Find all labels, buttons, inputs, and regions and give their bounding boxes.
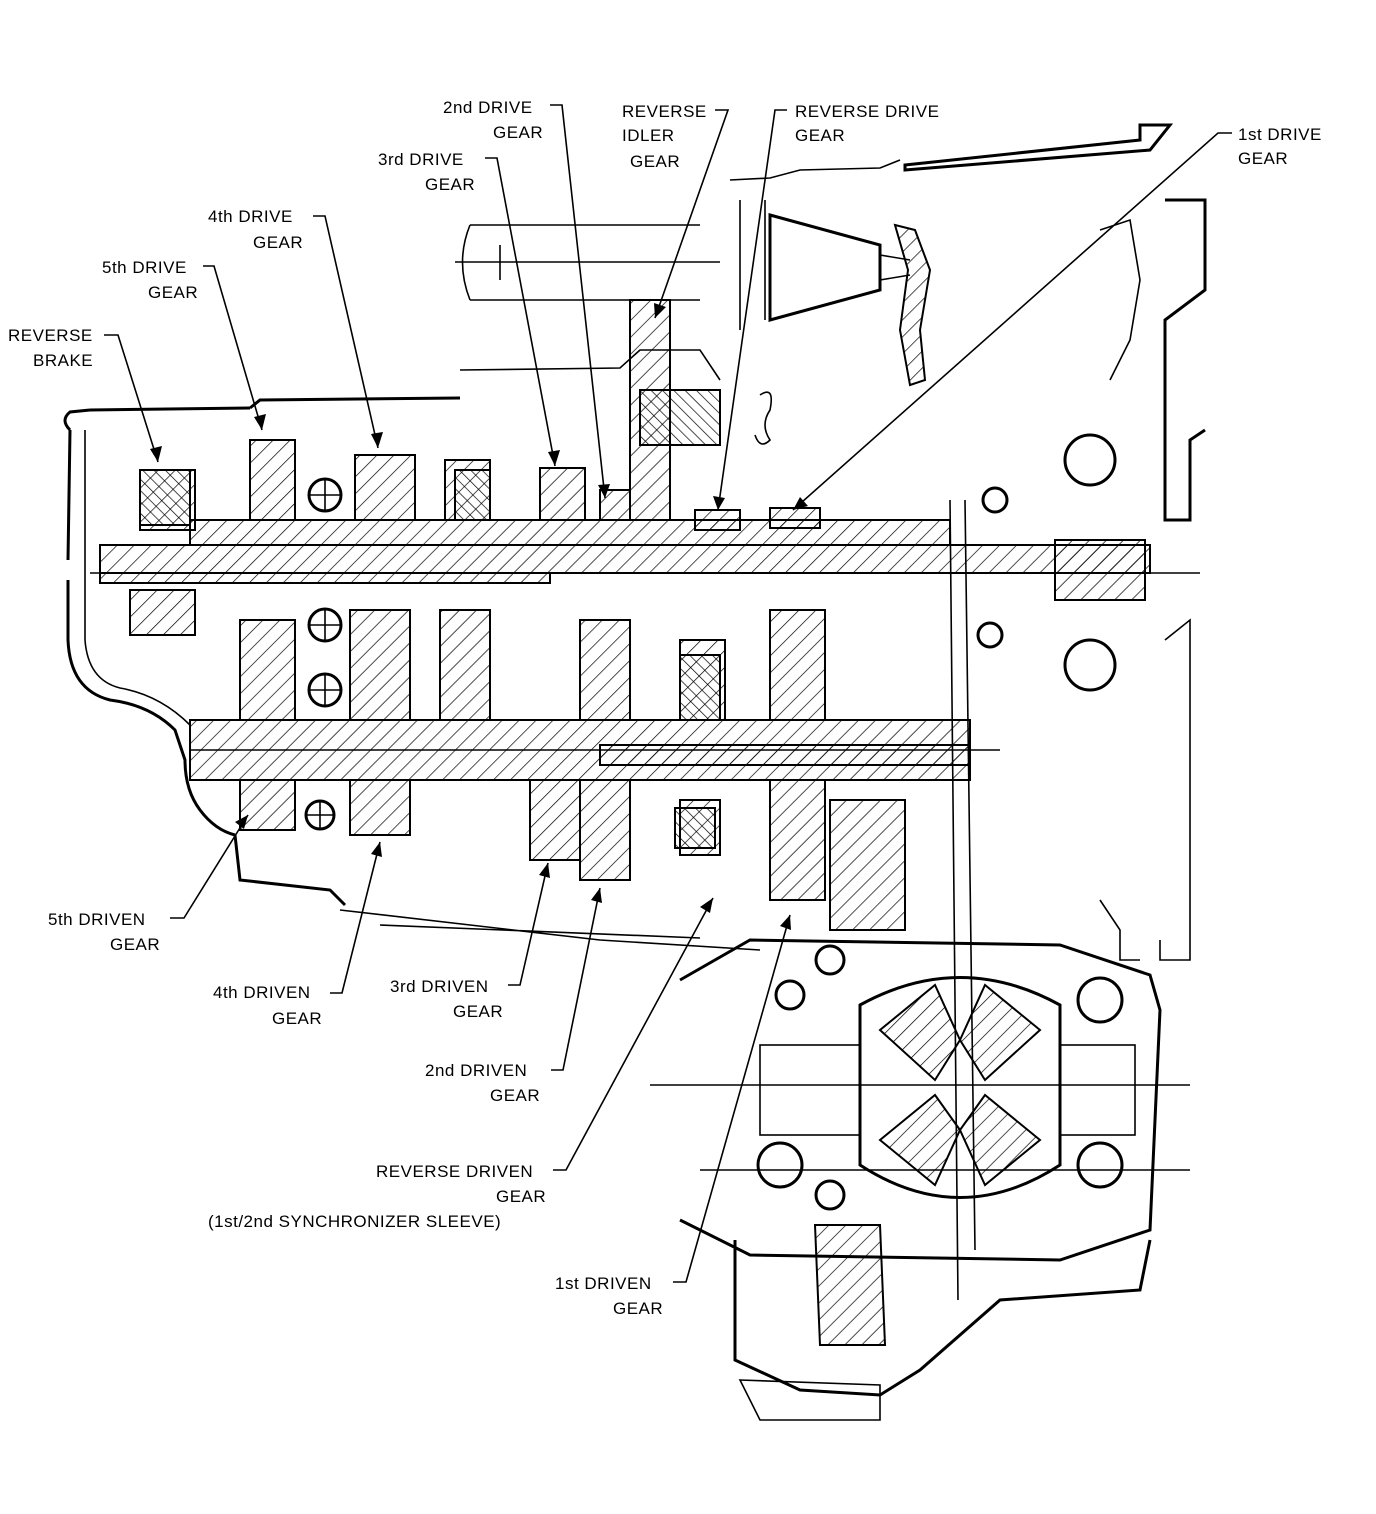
callout-labels: 2nd DRIVE GEAR REVERSE IDLER GEAR REVERS…	[8, 98, 1327, 1318]
input-shaft	[90, 519, 1200, 601]
label-4th-drive-gear: 4th DRIVE GEAR	[208, 207, 303, 252]
label-5th-driven-gear: 5th DRIVEN GEAR	[48, 910, 160, 954]
differential	[650, 499, 1190, 1421]
label-2nd-driven-gear: 2nd DRIVEN GEAR	[425, 1061, 540, 1105]
label-2nd-drive-gear: 2nd DRIVE GEAR	[443, 98, 543, 142]
label-5th-drive-gear: 5th DRIVE GEAR	[102, 258, 198, 302]
label-reverse-drive-gear: REVERSE DRIVE GEAR	[795, 102, 945, 145]
label-4th-driven-gear: 4th DRIVEN GEAR	[213, 983, 322, 1028]
synchronizers	[139, 469, 721, 849]
label-3rd-drive-gear: 3rd DRIVE GEAR	[378, 150, 475, 194]
reverse-idler-assembly	[455, 213, 932, 445]
label-1st-drive-gear: 1st DRIVE GEAR	[1238, 125, 1327, 168]
label-1st-driven-gear: 1st DRIVEN GEAR	[555, 1274, 663, 1318]
label-3rd-driven-gear: 3rd DRIVEN GEAR	[390, 977, 503, 1021]
transmission-housing	[63, 123, 1207, 961]
output-shaft	[189, 719, 1000, 781]
bearings	[304, 433, 1124, 1211]
label-reverse-brake: REVERSE BRAKE	[8, 326, 98, 370]
label-reverse-driven-gear: REVERSE DRIVEN GEAR (1st/2nd SYNCHRONIZE…	[208, 1162, 551, 1231]
label-reverse-idler-gear: REVERSE IDLER GEAR	[622, 102, 712, 171]
